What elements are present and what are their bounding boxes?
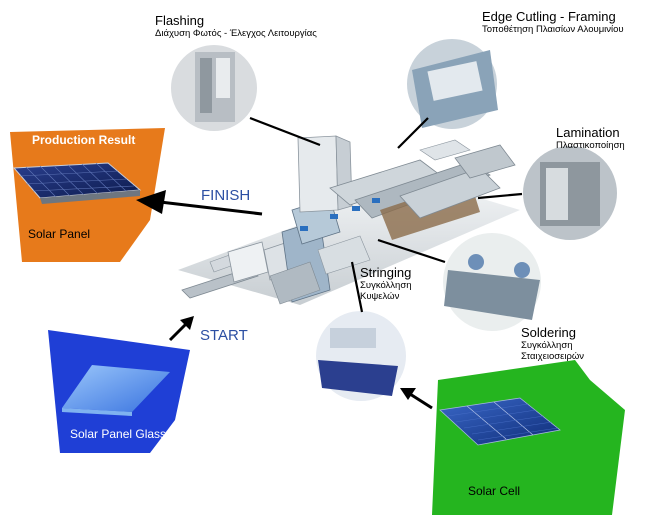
cell-arrow [400, 388, 432, 408]
soldering-photo [442, 232, 542, 332]
production-result-card [10, 128, 165, 262]
lamination-photo [522, 145, 618, 241]
stringing-photo [315, 310, 407, 402]
flashing-title: Flashing [155, 14, 317, 29]
lamination-subtitle: Πλαστικοποίηση [556, 141, 625, 152]
start-label: START [200, 327, 248, 344]
solar-panel-label: Solar Panel [28, 228, 90, 242]
stringing-title: Stringing [360, 266, 412, 281]
soldering-title: Soldering [521, 326, 584, 341]
flashing-label: Flashing Διάχυση Φωτός - Έλεγχος Λειτουρ… [155, 14, 317, 40]
flashing-photo [170, 44, 258, 132]
stringing-label: Stringing Συγκόλληση Κυψελών [360, 266, 412, 303]
edge-cutting-title: Edge Cutling - Framing [482, 10, 624, 25]
panel-glass-label: Solar Panel Glass [70, 428, 166, 442]
production-result-header: Production Result [32, 134, 135, 148]
lamination-title: Lamination [556, 126, 625, 141]
solar-cell-card [432, 360, 625, 515]
stringing-subtitle-2: Κυψελών [360, 292, 412, 303]
finish-label: FINISH [201, 187, 250, 204]
edge-cutting-photo [406, 38, 498, 130]
flashing-subtitle: Διάχυση Φωτός - Έλεγχος Λειτουργίας [155, 29, 317, 40]
lamination-label: Lamination Πλαστικοποίηση [556, 126, 625, 152]
solar-cell-label: Solar Cell [468, 485, 520, 499]
edge-cutting-subtitle: Τοποθέτηση Πλαισίων Αλουμινίου [482, 25, 624, 36]
edge-cutting-label: Edge Cutling - Framing Τοποθέτηση Πλαισί… [482, 10, 624, 36]
soldering-label: Soldering Συγκόλληση Σταιχειοσειρών [521, 326, 584, 363]
start-arrow [170, 316, 194, 340]
soldering-subtitle-2: Σταιχειοσειρών [521, 352, 584, 363]
